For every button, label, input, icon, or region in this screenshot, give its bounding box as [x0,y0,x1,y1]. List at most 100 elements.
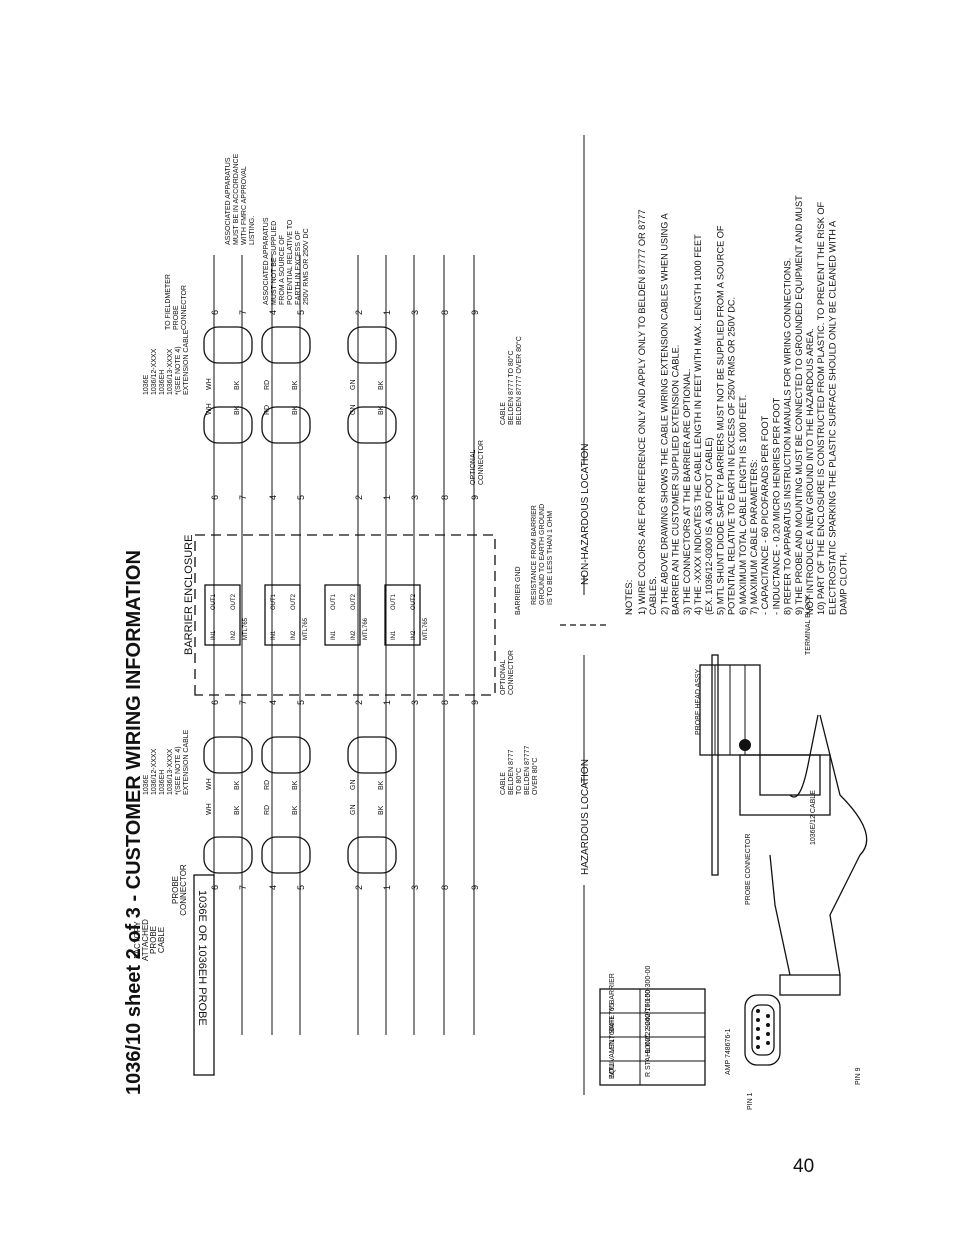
pin-label: 4 [268,495,278,500]
pin-label: 9 [470,495,480,500]
wire-color-label: BK [378,780,385,790]
wire-color-label: BK [234,805,241,815]
notes-list: 1) WIRE COLORS ARE FOR REFERENCE ONLY AN… [637,195,849,615]
wire-color-label: BK [234,780,241,790]
probe-connector-label: PROBE CONNECTOR [171,864,188,916]
svg-text:1036/13-XXXX: 1036/13-XXXX [167,748,174,795]
svg-text:MUST NOT BE SUPPLIED: MUST NOT BE SUPPLIED [271,221,278,305]
pin-label: 5 [296,310,306,315]
notes-title: NOTES: [624,580,635,615]
svg-text:CABLE: CABLE [500,772,507,795]
pin-label: 3 [410,885,420,890]
svg-text:ASSOCIATED APPARATUS: ASSOCIATED APPARATUS [225,157,232,245]
svg-text:RESISTANCE FROM BARRIER: RESISTANCE FROM BARRIER [531,505,538,605]
module-in1: IN1 [331,630,337,640]
wire-color-label: GN [350,805,357,816]
wire-color-label: BK [292,780,299,790]
pin-label: 2 [354,495,364,500]
note-line: 3) THE CONNECTORS AT THE BARRIER ARE OPT… [682,369,692,615]
svg-text:PROBE: PROBE [149,926,158,954]
module-model: MTL765 [423,617,429,640]
wire-color-label: WH [206,378,213,390]
shield-pair [261,736,311,774]
wire-color-label: WH [206,803,213,815]
module-in2: IN2 [351,630,357,640]
module-out2: OUT2 [231,593,237,610]
note-line: 4) THE -XXXX INDICATES THE CABLE LENGTH … [693,234,703,615]
cable-spec-left: CABLE BELDEN 8777 TO 80°C BELDEN 87777 O… [500,745,539,795]
wire-color-label: WH [206,403,213,415]
table-cell: MTL765 [609,1003,616,1029]
resistance-note: RESISTANCE FROM BARRIER GROUND TO EARTH … [531,504,554,605]
svg-text:OPTIONAL: OPTIONAL [470,449,477,485]
barrier-enclosure-label: BARRIER ENCLOSURE [183,535,195,655]
svg-text:*(SEE NOTE 4): *(SEE NOTE 4) [175,346,182,395]
module-in1: IN1 [211,630,217,640]
note-line: 9) THE PROBE AND MOUNTING MUST BE CONNEC… [794,195,804,615]
module-model: MTL766 [363,617,369,640]
module-out2: OUT2 [291,593,297,610]
note-line: 6) MAXIMUM TOTAL CABLE LENGTH IS 1000 FE… [738,395,748,615]
note-line: DAMP CLOTH. [839,552,849,615]
svg-text:250V RMS OR 250V DC: 250V RMS OR 250V DC [303,228,310,305]
barrier-module [324,584,361,646]
pin-label: 6 [210,495,220,500]
pin9-label: PIN 9 [855,1067,862,1085]
svg-text:1036EH: 1036EH [159,770,166,795]
connector-pin [756,1018,760,1022]
svg-text:1036/12-XXXX: 1036/12-XXXX [151,348,158,395]
pin-label: 1 [382,310,392,315]
connector-pin [756,1027,760,1031]
svg-text:CABLE: CABLE [157,927,166,953]
svg-text:ATTACHED: ATTACHED [141,919,150,961]
svg-text:MUST BE IN ACCORDANCE: MUST BE IN ACCORDANCE [233,153,240,245]
wire-color-label: RD [264,405,271,415]
note-line: 8) REFER TO APPARATUS INSTRUCTION MANUAL… [783,258,793,615]
note-line: - CAPACITANCE - 60 PICOFARADS PER FOOT [760,415,770,615]
cable-callout: 1036E/12 CABLE [810,790,817,845]
shield-pair [347,326,397,364]
pin-label: 8 [440,310,450,315]
wire-color-label: GN [350,780,357,791]
svg-text:BELDEN 87777: BELDEN 87777 [524,745,531,795]
pin-label: 7 [238,310,248,315]
svg-text:CONNECTOR: CONNECTOR [179,864,188,916]
module-model: MTL765 [303,617,309,640]
pin-label: 9 [470,310,480,315]
svg-text:WITH FMRC APPROVAL: WITH FMRC APPROVAL [241,166,248,245]
svg-text:IS TO BE LESS THAN 1 OHM: IS TO BE LESS THAN 1 OHM [547,511,554,605]
svg-text:FACTORY: FACTORY [133,921,142,959]
terminal-callout: TERMINAL BLOCK [805,594,812,655]
pin-label: 2 [354,310,364,315]
connector-pin [756,1045,760,1049]
pin-label: 1 [382,885,392,890]
svg-text:POTENTIAL RELATIVE TO: POTENTIAL RELATIVE TO [287,219,294,305]
note-line: - INDUCTANCE - 0.20 MICRO HENRIES PER FO… [771,397,781,615]
optional-connector-right: OPTIONAL CONNECTOR [470,440,485,485]
module-in2: IN2 [231,630,237,640]
note-line: (EX. 1036/12-0300 IS A 300 FOOT CABLE) [704,437,714,615]
pin-label: 5 [296,495,306,500]
shield-pair [261,406,311,444]
note-line: NOT INTRODUCE A NEW GROUND INTO THE HAZA… [805,329,815,615]
table-cell: MTL [609,1063,616,1077]
barrier-module [264,584,301,646]
note-line: BARRIER AN THE CUSTOMER SUPPLIED EXTENSI… [671,345,681,615]
cable-spec-right: CABLE BELDEN 8777 TO 80°C BELDEN 87777 O… [500,336,523,425]
svg-text:PROBE: PROBE [171,876,180,904]
amp-label: AMP 748676-1 [725,1028,732,1075]
rotated-drawing: 1036/10 sheet 2 of 3 - CUSTOMER WIRING I… [123,135,849,1095]
module-out1: OUT1 [211,593,217,610]
wire-color-label: BK [292,805,299,815]
wire-color-label: GN [350,405,357,416]
wire-color-label: BK [378,405,385,415]
shield-pair [261,326,311,364]
wire-color-label: WH [206,778,213,790]
wire-color-label: GN [350,380,357,391]
non-hazardous-location-label: NON-HAZARDOUS LOCATION [580,444,591,586]
module-out1: OUT1 [331,593,337,610]
svg-text:EARTH IN EXCESS OF: EARTH IN EXCESS OF [295,230,302,305]
